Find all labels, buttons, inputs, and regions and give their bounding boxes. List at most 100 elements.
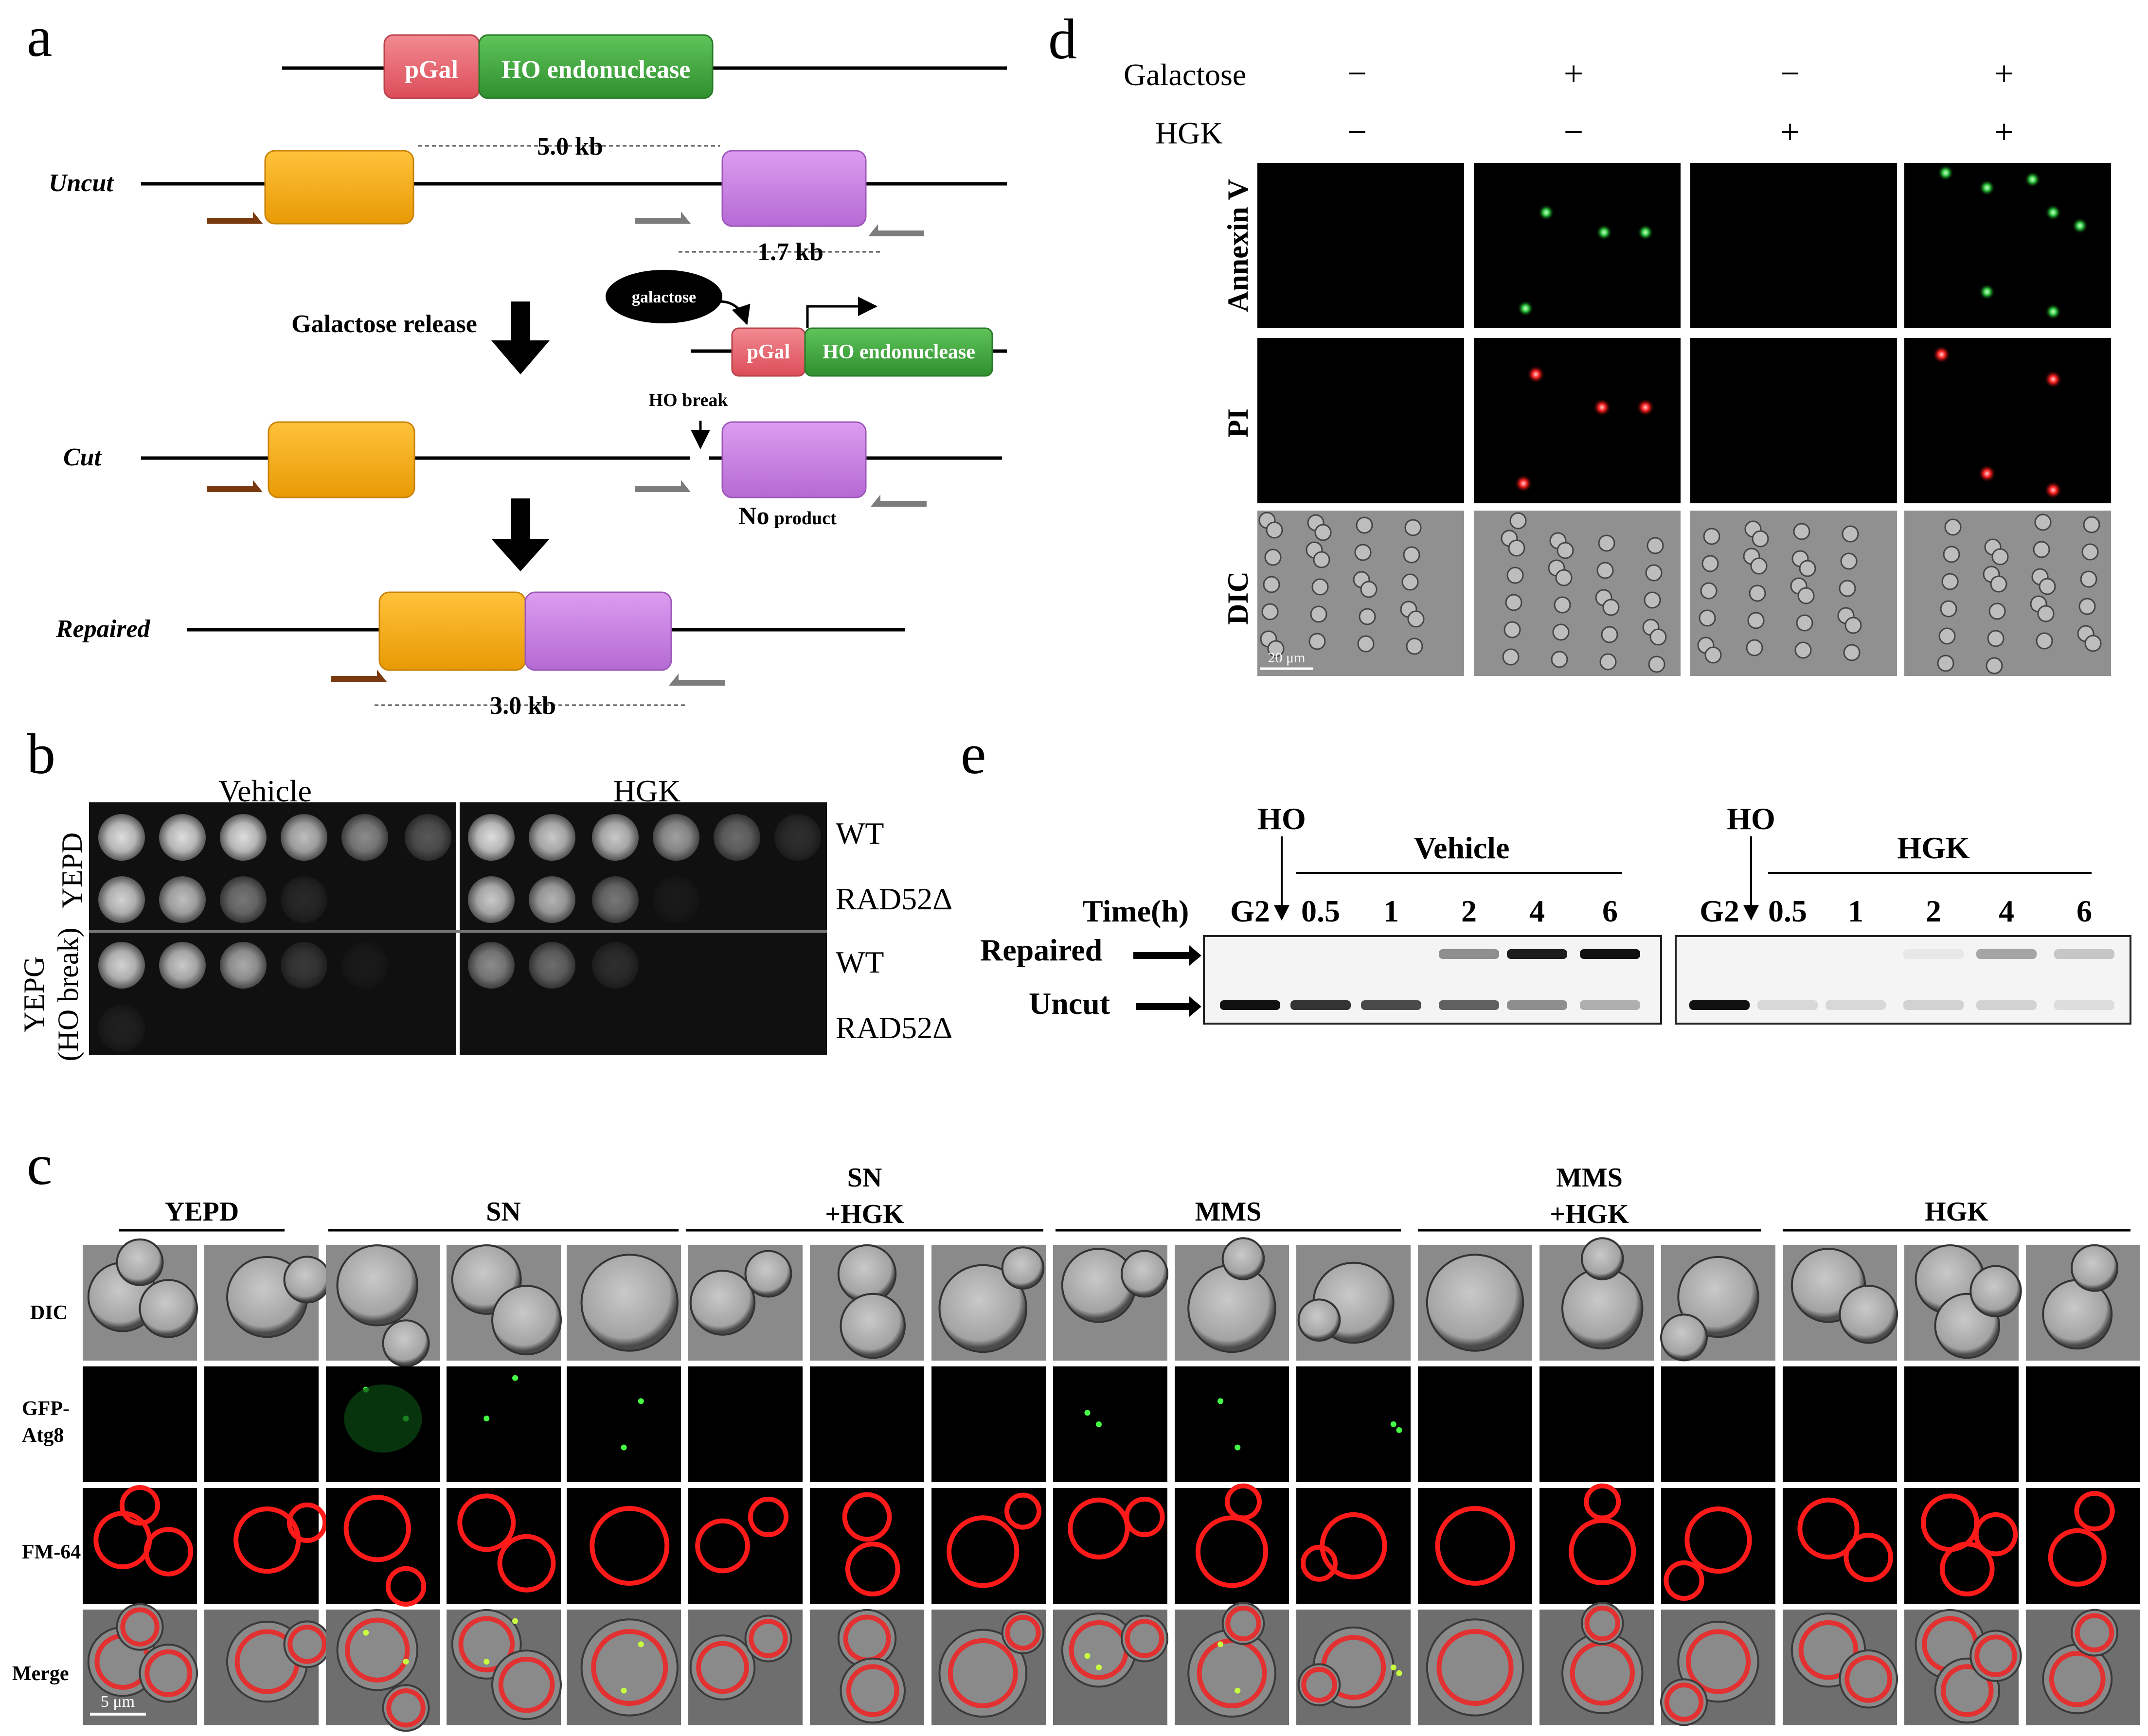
group-label-2: +HGK — [1550, 1199, 1629, 1229]
cell — [1266, 521, 1283, 539]
gel-band — [1439, 949, 1499, 959]
cell — [1187, 1264, 1276, 1353]
cell — [1602, 599, 1620, 616]
cut-primer-forward — [207, 480, 263, 492]
group-label-2: +HGK — [825, 1199, 904, 1229]
gfp-puncta — [483, 1659, 490, 1665]
colony-spot — [281, 876, 327, 923]
group-label: YEPD — [165, 1197, 239, 1227]
pi-positive-cell — [2044, 371, 2062, 388]
vacuole-ring — [1584, 1605, 1620, 1642]
panel-b: b Vehicle HGK YEPD YEPG (HO break) WT RA… — [18, 722, 952, 1061]
gfp-puncta — [363, 1630, 369, 1636]
ho-label-vehicle: HO — [1257, 801, 1306, 836]
vacuole-ring — [497, 1534, 556, 1593]
cell — [938, 1264, 1028, 1353]
row-label-gfp-2: Atg8 — [22, 1424, 64, 1447]
micrograph-tile — [204, 1366, 319, 1482]
micrograph-tile — [1904, 511, 2111, 676]
vacuole-ring — [749, 1619, 788, 1658]
cell — [1647, 537, 1664, 554]
vacuole-ring — [948, 1638, 1018, 1708]
gel-hgk — [1675, 935, 2131, 1025]
cell — [1700, 582, 1718, 600]
vacuole-ring — [1664, 1560, 1704, 1601]
annexin-positive-cell — [2072, 218, 2088, 234]
row-label-dic-d: DIC — [1222, 571, 1254, 625]
vacuole-ring — [144, 1649, 193, 1697]
cell — [1360, 581, 1378, 598]
pi-positive-cell — [2044, 481, 2062, 499]
lane-label: 1 — [1848, 894, 1863, 928]
panel-e-letter: e — [961, 722, 986, 786]
cell — [1508, 539, 1525, 557]
panel-a: a pGal HO endonuclease Uncut 5.0 kb 1.7 … — [27, 5, 1007, 720]
cell — [1797, 587, 1815, 604]
annexin-positive-cell — [1538, 205, 1554, 220]
gel-band — [1903, 949, 1964, 959]
hgk-row-label: HGK — [1155, 116, 1223, 150]
vacuole-ring — [2048, 1528, 2107, 1587]
cut-primer-gray-reverse — [871, 495, 927, 507]
cell — [2081, 543, 2099, 561]
cell — [1844, 617, 1862, 634]
micrograph-tile — [1661, 1366, 1775, 1482]
micrograph-tile — [1053, 1488, 1167, 1604]
gfp-puncta — [638, 1398, 644, 1404]
vacuole-ring — [1939, 1541, 1995, 1596]
lane-label: G2 — [1700, 894, 1739, 928]
gfp-puncta — [1217, 1398, 1223, 1404]
cell — [1297, 1298, 1341, 1342]
cell — [580, 1254, 679, 1352]
colony-spot — [341, 942, 388, 989]
gel-band — [1826, 1000, 1886, 1010]
cell — [1357, 635, 1375, 653]
micrograph-tile — [1904, 338, 2111, 503]
panel-d: d Galactose HGK −+−+−−++ Annexin V PI DI… — [1048, 7, 2111, 676]
cell — [1749, 585, 1766, 602]
lane-label: 4 — [1529, 894, 1545, 928]
cell — [1311, 578, 1329, 596]
cell — [1701, 555, 1719, 572]
gfp-puncta — [1390, 1421, 1396, 1427]
time-label: Time(h) — [1082, 894, 1189, 928]
ho-label-hgk: HO — [1727, 801, 1775, 836]
annexin-positive-cell — [2045, 304, 2061, 319]
row-label-gfp: GFP- — [22, 1398, 70, 1420]
colony-spot — [592, 814, 639, 861]
cut-primer-gray-forward — [635, 480, 691, 492]
cell — [2036, 632, 2053, 650]
induced-ho-box — [804, 327, 993, 377]
yepd-label: YEPD — [56, 833, 88, 909]
vacuole-ring — [1797, 1497, 1860, 1559]
gel-band — [1689, 1000, 1750, 1010]
colony-spot — [98, 876, 145, 923]
vacuole-ring — [590, 1506, 670, 1586]
cut-purple-gene — [721, 421, 867, 498]
gel-band — [1903, 1000, 1964, 1010]
colony-spot — [592, 876, 639, 923]
panel-d-letter: d — [1048, 7, 1077, 71]
gel-band — [1580, 1000, 1640, 1010]
dist-5kb-label: 5.0 kb — [537, 133, 603, 160]
cell — [1221, 1237, 1265, 1280]
pi-positive-cell — [1593, 398, 1611, 416]
vacuole-ring — [286, 1502, 328, 1543]
cell — [1314, 524, 1332, 541]
cell — [1601, 626, 1618, 643]
annexin-positive-cell — [1979, 284, 1995, 300]
cell — [116, 1238, 164, 1286]
gel-band — [1757, 1000, 1818, 1010]
cell — [2080, 570, 2097, 588]
cell — [1552, 623, 1570, 641]
cell — [1263, 576, 1280, 593]
cell — [840, 1293, 906, 1359]
hgk-sign: − — [1347, 112, 1367, 151]
lane-label: 0.5 — [1768, 894, 1807, 928]
vacuole-ring — [287, 1625, 327, 1664]
galactose-release-arrow — [491, 301, 550, 374]
galactose-label: galactose — [632, 288, 696, 306]
gfp-diffuse — [344, 1384, 422, 1453]
